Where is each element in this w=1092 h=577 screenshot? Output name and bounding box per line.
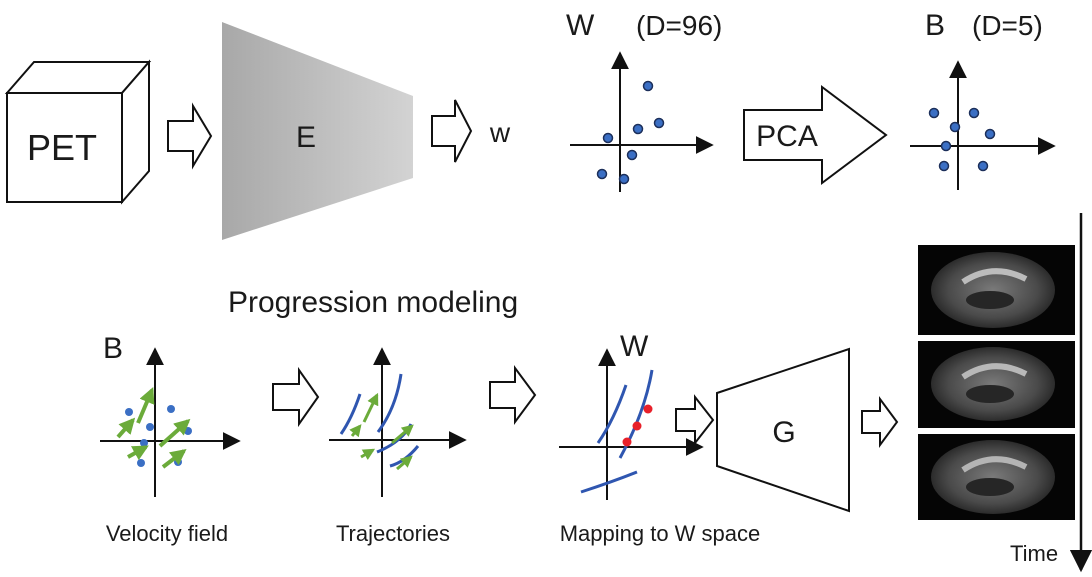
mapping-curves bbox=[580, 369, 654, 494]
section-title: Progression modeling bbox=[228, 286, 518, 319]
trajectory-curves bbox=[339, 373, 420, 468]
right-arrow-icon bbox=[675, 394, 715, 446]
w-scatter-axes bbox=[570, 51, 714, 192]
brain-mri-slice-icon bbox=[918, 434, 1075, 520]
latent-w-label: w bbox=[489, 117, 511, 148]
right-arrow-icon bbox=[861, 395, 899, 449]
velocity-axes bbox=[100, 347, 241, 497]
w-dim-label: (D=96) bbox=[636, 10, 722, 41]
right-arrow-icon bbox=[272, 366, 320, 428]
b-dim-label: (D=5) bbox=[972, 10, 1043, 41]
generated-image-stack bbox=[918, 245, 1075, 520]
mapping-axes bbox=[559, 348, 704, 500]
generator-block bbox=[716, 347, 850, 513]
w-scatter-points bbox=[596, 80, 665, 185]
brain-mri-slice-icon bbox=[918, 341, 1075, 428]
trajectory-arrows bbox=[349, 392, 414, 471]
pca-label: PCA bbox=[756, 120, 818, 153]
encoder-block bbox=[222, 22, 413, 240]
w-space-lower-label: W bbox=[620, 330, 649, 363]
caption-velocity-field: Velocity field bbox=[106, 521, 228, 546]
caption-mapping: Mapping to W space bbox=[560, 521, 761, 546]
time-axis-label: Time bbox=[1010, 541, 1058, 566]
generator-label: G bbox=[772, 416, 795, 449]
velocity-arrows bbox=[116, 387, 191, 469]
pet-cube bbox=[4, 59, 152, 205]
velocity-points bbox=[125, 405, 192, 467]
w-space-label: W bbox=[566, 9, 595, 42]
right-arrow-icon bbox=[167, 102, 213, 170]
b-scatter-points bbox=[928, 107, 996, 172]
pca-arrow bbox=[743, 85, 888, 185]
caption-trajectories: Trajectories bbox=[336, 521, 450, 546]
right-arrow-icon bbox=[431, 99, 473, 163]
b-space-lower-label: B bbox=[103, 332, 123, 365]
encoder-label: E bbox=[296, 121, 316, 154]
b-space-label: B bbox=[925, 9, 945, 42]
right-arrow-icon bbox=[489, 364, 537, 426]
brain-mri-slice-icon bbox=[918, 245, 1075, 335]
pet-label: PET bbox=[27, 127, 97, 168]
mapping-highlight-points bbox=[622, 404, 653, 447]
